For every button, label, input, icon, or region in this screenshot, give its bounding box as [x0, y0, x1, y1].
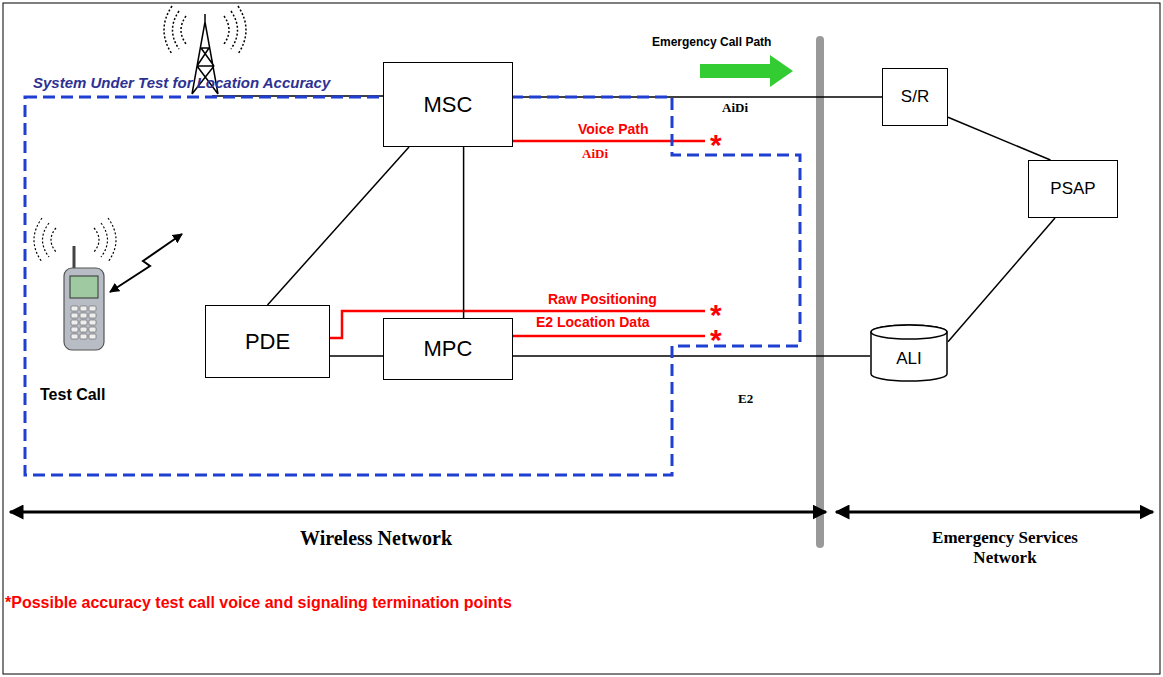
node-label: MPC: [424, 336, 473, 361]
radio-link: [110, 234, 182, 292]
edge-label: AiDi: [722, 101, 748, 116]
region-outline: [25, 97, 800, 475]
outer-frame: [3, 3, 1160, 674]
voice-path-line: [513, 140, 705, 143]
location-data-line: [513, 335, 705, 338]
device-label: Test Call: [40, 386, 106, 404]
connector: [268, 147, 410, 305]
node-label: ALI: [896, 349, 922, 369]
signal-label: Raw Positioning: [548, 291, 657, 307]
psap-box: PSAP: [1028, 160, 1118, 218]
call-path-arrow: [700, 55, 793, 87]
footnote: *Possible accuracy test call voice and s…: [5, 594, 512, 612]
call-path-label: Emergency Call Path: [652, 36, 771, 50]
signal-label: Voice Path: [578, 121, 649, 137]
edge-label: E2: [738, 392, 753, 407]
network-label: Emergency Services Network: [915, 528, 1095, 567]
network-label: Wireless Network: [300, 527, 452, 550]
region-title: System Under Test for Location Accuracy: [33, 74, 330, 91]
emergency-span-arrow: [836, 511, 1153, 514]
termination-mark: *: [710, 325, 722, 355]
connector: [463, 147, 465, 318]
test-region: System Under Test for Location AccuracyM…: [25, 97, 800, 475]
network-divider: [816, 36, 824, 548]
process-box: PDE: [205, 305, 330, 378]
node-label: PDE: [245, 329, 290, 354]
connector: [948, 117, 1051, 160]
node-label: S/R: [901, 87, 929, 107]
mobile-phone: [34, 218, 116, 350]
process-box: MPC: [383, 318, 513, 380]
wireless-span-arrow: [10, 511, 826, 514]
switch-box: MSC: [383, 62, 513, 147]
database-cylinder: ALI: [870, 325, 948, 381]
signal-label: E2 Location Data: [536, 314, 650, 330]
connector: [513, 355, 870, 357]
router-box: S/R: [882, 68, 948, 126]
node-label: PSAP: [1050, 179, 1095, 199]
node-label: MSC: [424, 92, 473, 117]
connector: [948, 218, 1055, 342]
signal-label: AiDi: [582, 147, 608, 162]
termination-mark: *: [710, 130, 722, 160]
connector: [330, 355, 383, 357]
